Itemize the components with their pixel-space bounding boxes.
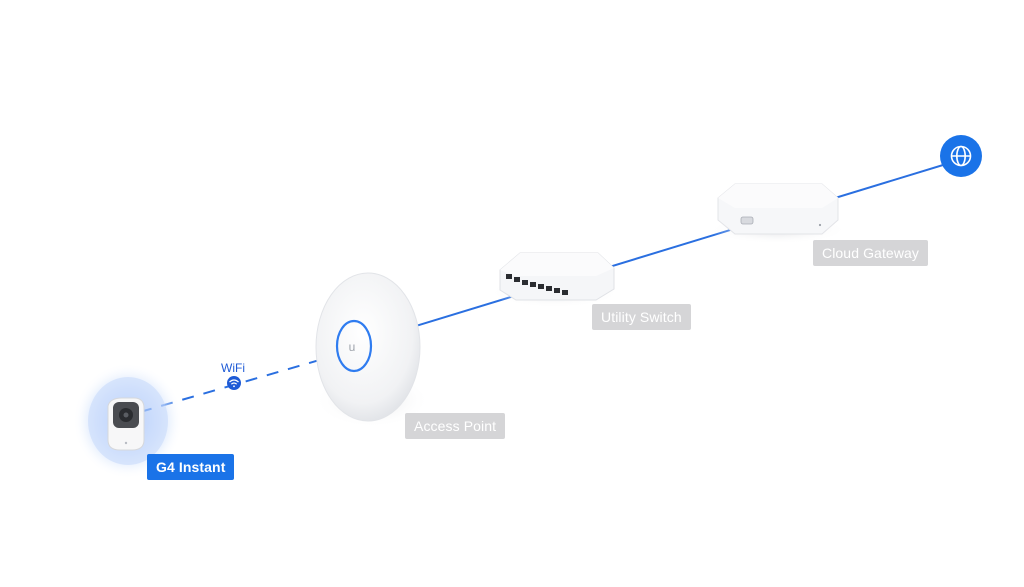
svg-text:u: u	[349, 340, 356, 354]
globe-icon	[950, 145, 972, 167]
cloud-gateway-device[interactable]	[708, 183, 848, 244]
access-point-device[interactable]: u	[314, 272, 430, 428]
utility-switch-device[interactable]	[489, 252, 621, 308]
cloud-gateway-label[interactable]: Cloud Gateway	[813, 240, 929, 266]
g4-instant-label[interactable]: G4 Instant	[147, 454, 235, 480]
wifi-icon	[227, 376, 241, 390]
utility-switch-label[interactable]: Utility Switch	[592, 304, 691, 330]
g4-instant-camera[interactable]	[73, 363, 183, 479]
wired-link	[369, 157, 967, 341]
access-point-label[interactable]: Access Point	[405, 413, 506, 439]
internet-node[interactable]	[940, 135, 982, 177]
wifi-link-label: WiFi	[221, 361, 245, 375]
